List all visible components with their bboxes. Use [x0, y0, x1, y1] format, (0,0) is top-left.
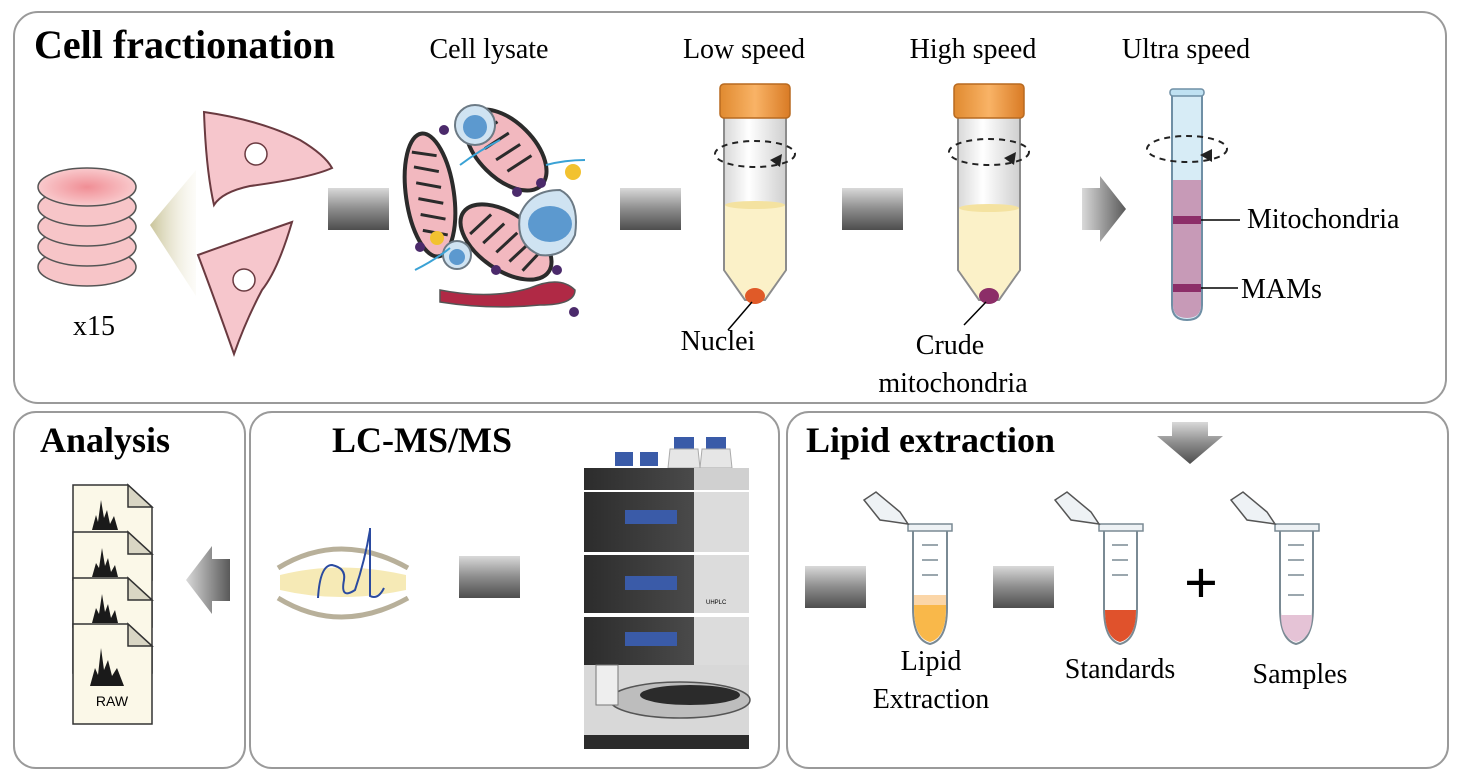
label-samples: Samples	[1253, 659, 1348, 690]
label-crude-mitochondria: mitochondria	[878, 368, 1028, 399]
raw-file-label: RAW	[96, 693, 129, 709]
label-ultra-speed: Ultra speed	[1122, 34, 1250, 65]
raw-files-icon	[72, 483, 154, 725]
arrow-to-analysis	[186, 546, 230, 614]
uhplc-badge: UHPLC	[706, 600, 727, 606]
arrow-to-lysate	[328, 188, 389, 230]
label-nuclei: Nuclei	[681, 326, 756, 357]
arrow-to-lcms	[459, 556, 520, 598]
cell-lysate-icon	[402, 104, 586, 317]
cell-fractionation-title: Cell fractionation	[34, 22, 335, 67]
low-speed-tube-icon	[714, 83, 796, 304]
plate-multiplier: x15	[73, 311, 115, 342]
label-mitochondria: Mitochondria	[1247, 204, 1400, 235]
arrow-down-to-lipid-extraction	[1157, 422, 1223, 464]
label-high-speed: High speed	[910, 34, 1037, 65]
label-lipid: Lipid	[901, 646, 962, 677]
label-standards: Standards	[1065, 654, 1175, 685]
label-low-speed: Low speed	[683, 34, 805, 65]
arrow-to-lipid-extraction-tube	[993, 566, 1054, 608]
plus-sign: +	[1184, 550, 1218, 616]
arrow-to-high-speed	[842, 188, 903, 230]
lipid-extraction-tube-icon	[862, 491, 953, 646]
high-speed-tube-icon	[948, 83, 1030, 304]
culture-plates-icon	[37, 167, 137, 287]
analysis-title: Analysis	[40, 420, 170, 460]
standards-tube-icon	[1053, 491, 1144, 646]
cell-icon	[196, 110, 334, 358]
label-mams: MAMs	[1241, 274, 1322, 305]
label-cell-lysate: Cell lysate	[430, 34, 549, 65]
lcms-title: LC-MS/MS	[332, 420, 512, 460]
uhplc-instrument-icon	[584, 437, 751, 749]
zoom-cone	[150, 170, 196, 296]
label-crude: Crude	[916, 330, 984, 361]
arrow-to-ultra-speed	[1082, 176, 1126, 242]
arrow-to-lipid-tube	[805, 566, 866, 608]
crude-leader	[963, 301, 987, 326]
arrow-to-low-speed	[620, 188, 681, 230]
nuclei-leader	[727, 301, 753, 331]
electrospray-icon	[276, 528, 410, 620]
ultra-speed-tube-icon	[1146, 88, 1228, 322]
samples-tube-icon	[1229, 491, 1320, 646]
lipid-extraction-title: Lipid extraction	[806, 420, 1055, 460]
label-lipid-extraction: Extraction	[873, 684, 990, 715]
